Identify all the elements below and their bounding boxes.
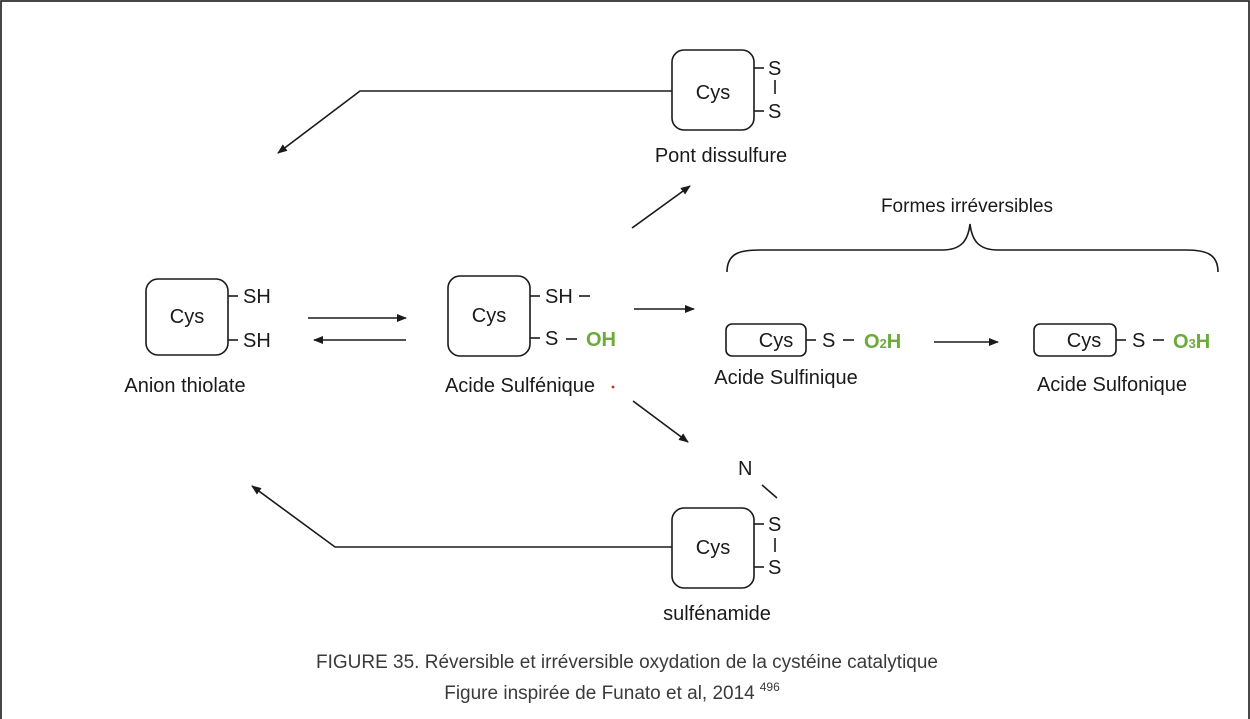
sulfur-label: S	[822, 330, 835, 352]
cys-box	[447, 275, 531, 357]
sulfur-label: S	[768, 514, 781, 536]
sh-group-label: SH	[545, 286, 573, 308]
cys-box	[145, 278, 229, 356]
arrow-to-sulfenamide	[632, 400, 689, 443]
cys-label: Cys	[472, 305, 506, 327]
o2h-group-label: O2H	[864, 331, 901, 353]
sh-group-label: SH	[243, 330, 271, 352]
sulfur-label: S	[768, 101, 781, 123]
cys-label: Cys	[696, 537, 730, 559]
sulfur-label: S	[545, 328, 558, 350]
sulfur-label: S	[768, 557, 781, 579]
red-dot-mark	[611, 385, 615, 389]
sulfur-label: S	[1132, 330, 1145, 352]
sulfenamide-molecule: N Cys S S sulfénamide	[663, 458, 781, 625]
oh-group-label: OH	[586, 329, 616, 351]
cys-label: Cys	[759, 330, 793, 352]
molecule-name: Anion thiolate	[124, 375, 245, 397]
nitrogen-label: N	[738, 458, 752, 480]
irreversible-forms-label: Formes irréversibles	[881, 196, 1053, 217]
figure-caption: FIGURE 35. Réversible et irréversible ox…	[316, 652, 938, 673]
sulfur-label: S	[768, 58, 781, 80]
molecule-name: Acide Sulfonique	[1037, 374, 1187, 396]
molecule-name: sulfénamide	[663, 603, 771, 625]
arrow-to-disulfure	[631, 185, 691, 229]
thiolate-molecule: Cys SH SH Anion thiolate	[124, 278, 271, 397]
irreversible-bracket	[726, 223, 1219, 273]
return-arrow-top	[277, 90, 672, 154]
molecule-name: Pont dissulfure	[655, 145, 787, 167]
cys-label: Cys	[696, 82, 730, 104]
cys-label: Cys	[1067, 330, 1101, 352]
disulfure-molecule: Cys S S Pont dissulfure	[655, 49, 787, 167]
cys-box	[671, 49, 755, 131]
cys-box	[671, 507, 755, 589]
return-arrow-bottom	[251, 485, 672, 548]
sulfenique-molecule: Cys SH S OH Acide Sulfénique	[445, 275, 616, 397]
sulfinique-molecule: Cys S O2H Acide Sulfinique	[714, 323, 901, 389]
molecule-name: Acide Sulfénique	[445, 375, 595, 397]
sulfonique-molecule: Cys S O3H Acide Sulfonique	[1033, 323, 1210, 396]
molecule-name: Acide Sulfinique	[714, 367, 857, 389]
sh-group-label: SH	[243, 286, 271, 308]
o3h-group-label: O3H	[1173, 331, 1210, 353]
cys-label: Cys	[170, 306, 204, 328]
